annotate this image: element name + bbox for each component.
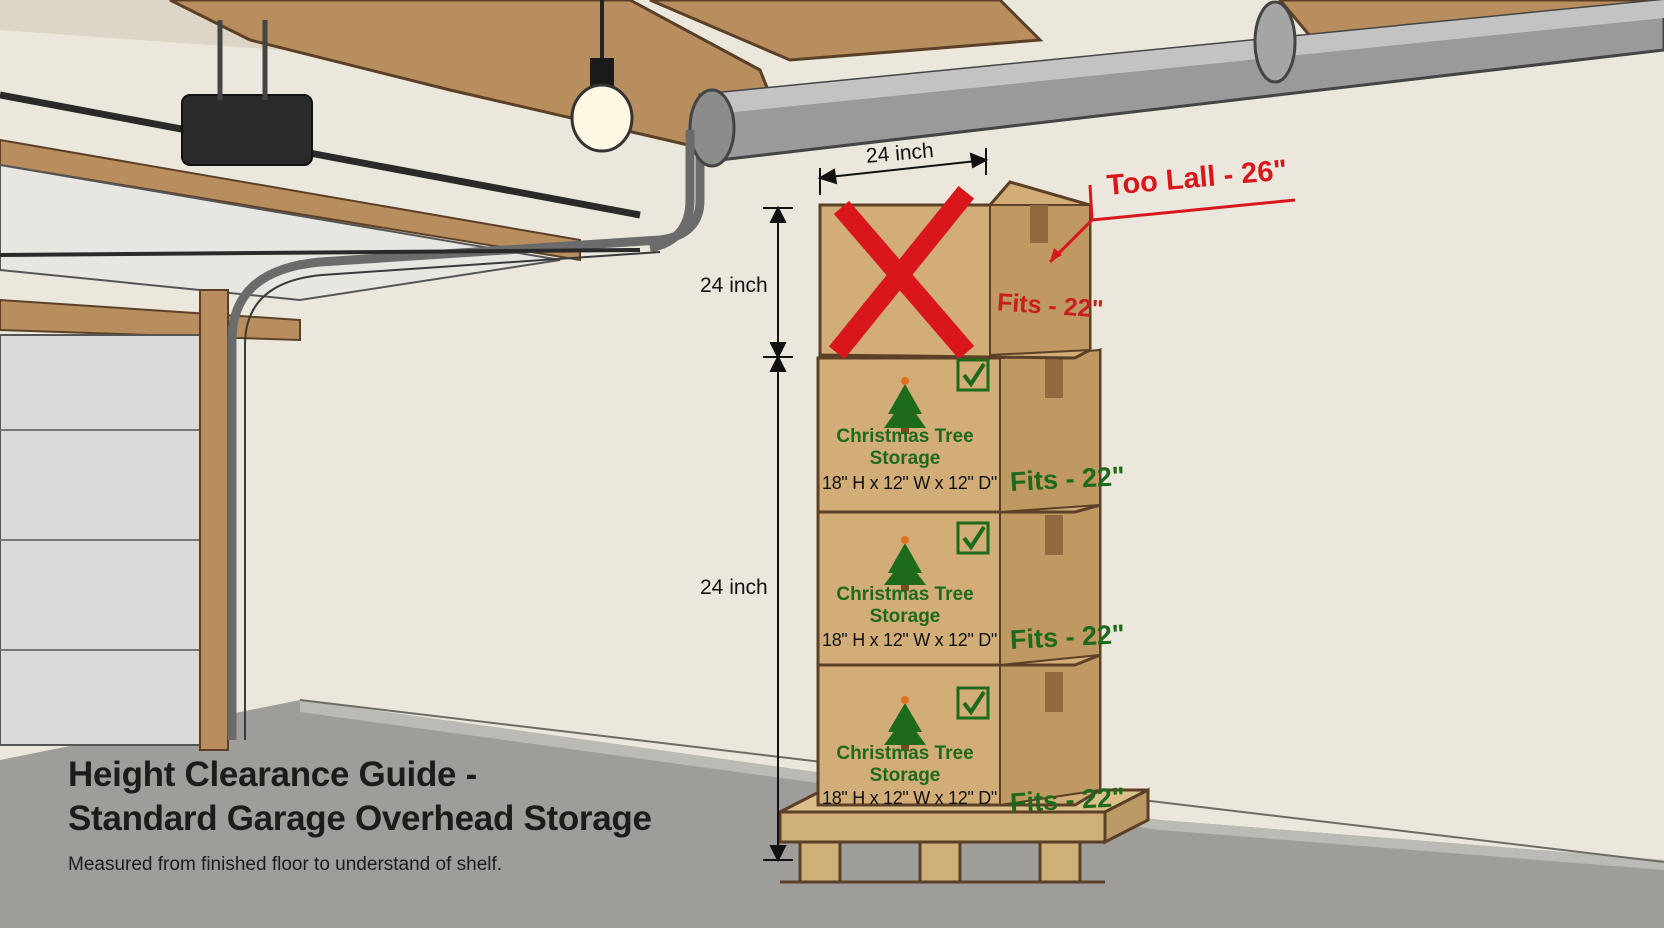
box-tape xyxy=(1030,205,1048,243)
checkbox-icon xyxy=(956,358,990,392)
duct-highlight xyxy=(700,0,1664,115)
duct-drop xyxy=(648,130,695,253)
fits-label-box-2: Fits - 22" xyxy=(1009,461,1126,497)
fits-label-box-3: Fits - 22" xyxy=(1009,619,1126,655)
box-tape xyxy=(1045,672,1063,712)
door-track xyxy=(227,140,705,740)
box-tape xyxy=(1045,515,1063,555)
box-side xyxy=(989,204,1091,357)
checkbox-icon xyxy=(956,521,990,555)
garage-opener-icon xyxy=(181,94,313,166)
page-subtitle: Measured from finished floor to understa… xyxy=(68,854,503,875)
box-2-size: 18" H x 12" W x 12" D" xyxy=(822,473,998,493)
duct-coupler xyxy=(1253,0,1297,84)
box-3-title: Christmas Tree Storage xyxy=(836,584,974,627)
door-jamb xyxy=(199,289,229,751)
baseboard xyxy=(300,700,1664,870)
pallet-block xyxy=(918,840,962,884)
box-1 xyxy=(818,180,1092,360)
box-tape xyxy=(1045,356,1063,398)
door-panel-overhead xyxy=(0,163,561,302)
opener-rail xyxy=(0,91,641,219)
door-header xyxy=(0,138,581,262)
box-3-size: 18" H x 12" W x 12" D" xyxy=(822,630,998,650)
page-title-line-1: Height Clearance Guide - xyxy=(68,755,478,794)
tree-icon xyxy=(884,536,926,591)
box-2-title: Christmas Tree Storage xyxy=(836,426,974,469)
duct-end xyxy=(688,88,736,168)
checkbox-icon xyxy=(956,686,990,720)
red-x-icon xyxy=(828,185,975,360)
box-3 xyxy=(816,503,1102,667)
tree-icon xyxy=(884,696,926,751)
upper-height-label: 24 inch xyxy=(700,274,768,297)
too-tall-arrowhead xyxy=(1050,248,1062,262)
too-tall-underline xyxy=(1091,198,1296,222)
pallet-block xyxy=(1038,840,1082,884)
pallet-side xyxy=(1103,787,1150,845)
width-dimension xyxy=(817,148,989,195)
page-title-line-2: Standard Garage Overhead Storage xyxy=(68,799,652,838)
door-track-edge xyxy=(244,251,661,740)
height-dimension xyxy=(763,205,793,863)
light-bulb-icon xyxy=(570,83,634,153)
ceiling-beam-middle xyxy=(649,0,1044,62)
box-4-title: Christmas Tree Storage xyxy=(836,743,974,786)
bulb-socket xyxy=(590,58,614,88)
pallet-block xyxy=(798,840,842,884)
lower-height-label: 24 inch xyxy=(700,576,768,599)
door-cable xyxy=(0,248,641,257)
tree-icon xyxy=(884,377,926,434)
box-4-size: 18" H x 12" W x 12" D" xyxy=(822,788,998,808)
fits-label-box-4: Fits - 22" xyxy=(1009,782,1126,818)
